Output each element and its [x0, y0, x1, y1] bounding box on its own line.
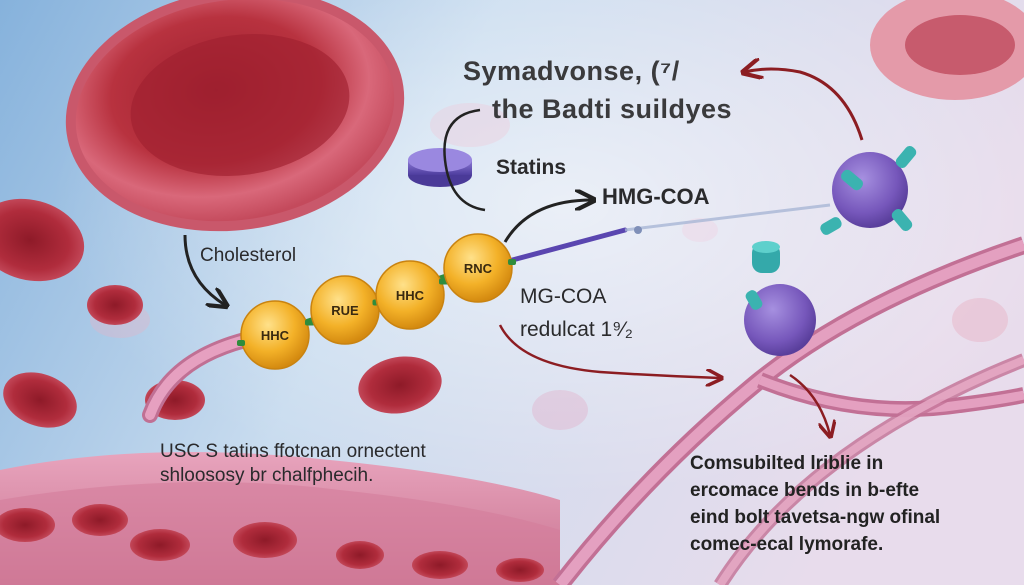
- red-blood-cell-large: [65, 0, 405, 232]
- mg-coa-label: MG-COA: [520, 285, 607, 308]
- chain-bead-label: RNC: [464, 261, 493, 276]
- reductase-label: redulcat 1⁹⁄₂: [520, 318, 633, 341]
- red-arrows: [498, 69, 864, 435]
- chain-bead: [443, 233, 513, 303]
- chain-bead: [240, 300, 310, 370]
- chain-beads: HHC RUE HHC RNC: [237, 233, 516, 370]
- cholesterol-label: Cholesterol: [200, 245, 297, 266]
- bottom-right-note-line-1: Comsubilted lriblie in: [690, 453, 884, 474]
- bottom-left-note-line-1: USC S tatins ffotcnan ornectent: [160, 441, 426, 462]
- blood-vessel-bottom: [0, 452, 560, 585]
- title-line-2: the Badti suildyes: [492, 94, 733, 124]
- bracket-line: [443, 108, 486, 212]
- red-blood-cell-top-right: [870, 0, 1024, 100]
- bottom-right-note: Comsubilted lriblie in ercomace bends in…: [690, 450, 940, 558]
- chain-bead-label: RUE: [331, 303, 359, 318]
- bottom-right-note-line-3: eind bolt tavetsa-ngw ofinal: [690, 507, 941, 528]
- arrow-icon: [183, 200, 592, 305]
- chain-end-cap: [508, 259, 516, 265]
- statins-label: Statins: [496, 156, 567, 179]
- title-line-1: Symadvonse, (⁷/: [463, 56, 680, 86]
- statin-disc-icon: [408, 148, 472, 187]
- bottom-right-note-line-4: comec-ecal lymorafe.: [690, 534, 884, 555]
- bottom-left-note-line-2: shloososy br chalfphecih.: [160, 465, 374, 486]
- bottom-left-note: USC S tatins ffotcnan ornectent shloosos…: [160, 440, 426, 488]
- chain-bead-label: HHC: [261, 328, 290, 343]
- bottom-right-note-line-2: ercomace bends in b-efte: [690, 480, 920, 501]
- hmg-coa-label: HMG-COA: [602, 184, 710, 209]
- vessel-tube-left: [142, 332, 253, 423]
- chain-bead: [375, 260, 445, 330]
- chain-bead-label: HHC: [396, 288, 425, 303]
- chain-end-cap: [237, 340, 245, 346]
- enzyme-molecule-icon: [820, 145, 917, 235]
- enzyme-molecule-small-icon: [744, 241, 816, 356]
- vessel-tube-right: [552, 236, 1024, 585]
